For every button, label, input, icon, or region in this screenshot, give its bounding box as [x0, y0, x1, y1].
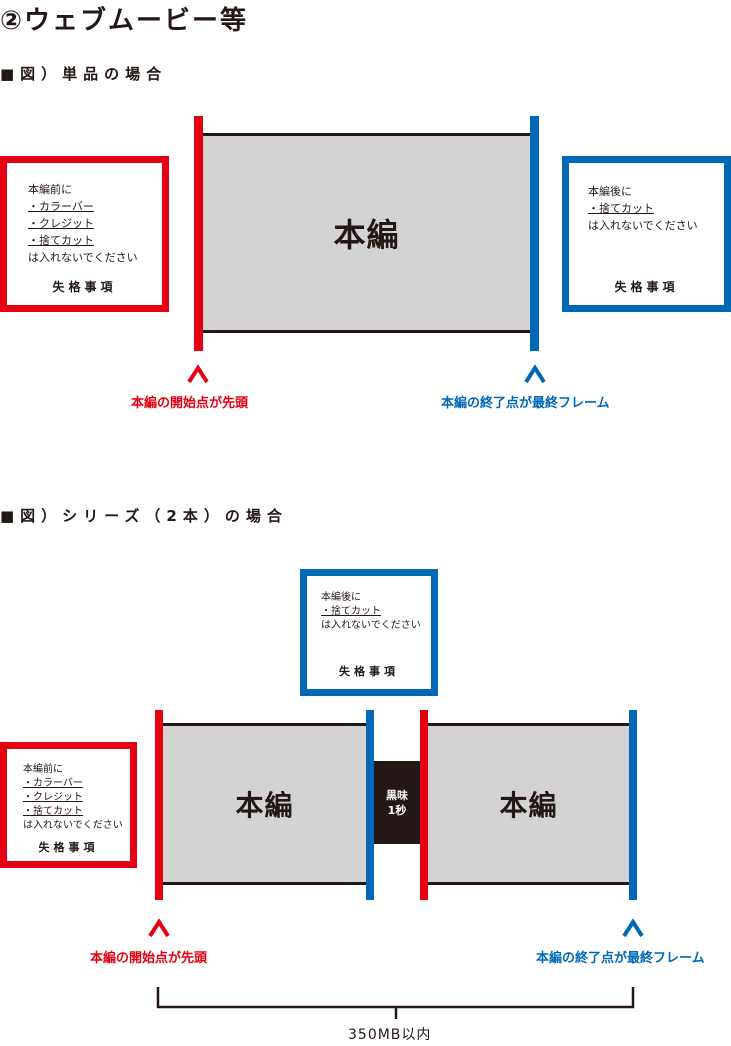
start-caption: 本編の開始点が先頭 [90, 951, 208, 966]
start-arrow-icon [148, 918, 170, 938]
end-arrow-icon [524, 364, 546, 384]
box-line: 本編後に [588, 185, 632, 198]
box-line: 本編後に [321, 592, 361, 603]
start-marker-bar [194, 116, 203, 351]
box-line: は入れないでください [28, 251, 138, 264]
box-line: は入れないでください [588, 219, 698, 232]
disqualification-label: 失格事項 [614, 280, 679, 294]
end-marker-bar [530, 116, 539, 351]
page-title: ②ウェブムービー等 [0, 6, 249, 36]
box-line: 本編前に [28, 183, 72, 196]
box-line: ・クレジット [23, 792, 83, 803]
disqualification-label: 失格事項 [339, 665, 399, 678]
main-content-block-2: 本編 [428, 723, 629, 885]
episode1-end-bar [366, 710, 374, 900]
before-box-text: 本編前に ・カラーバー ・クレジット ・捨てカット は入れないでください [23, 763, 123, 833]
box-line: ・カラーバー [23, 778, 83, 789]
box-line: は入れないでください [321, 620, 421, 631]
main-content-block-1: 本編 [163, 723, 366, 885]
episode2-start-bar [420, 710, 428, 900]
box-line: は入れないでください [23, 820, 123, 831]
box-line: ・捨てカット [321, 606, 381, 617]
start-marker-bar [155, 710, 163, 900]
box-line: ・捨てカット [588, 202, 654, 215]
box-line: ・クレジット [28, 217, 94, 230]
end-caption: 本編の終了点が最終フレーム [441, 396, 610, 411]
start-arrow-icon [187, 364, 209, 384]
section1-before-box: 本編前に ・カラーバー ・クレジット ・捨てカット は入れないでください 失格事… [0, 156, 169, 312]
black-frame-block: 黒味 1秒 [374, 761, 420, 844]
end-arrow-icon [622, 918, 644, 938]
after-box-text: 本編後に ・捨てカット は入れないでください [321, 591, 421, 633]
main-content-label: 本編 [499, 789, 558, 822]
black-frame-duration: 1秒 [387, 803, 407, 817]
section2-after-box: 本編後に ・捨てカット は入れないでください 失格事項 [300, 569, 438, 696]
disqualification-label: 失格事項 [38, 841, 99, 854]
section2-before-box: 本編前に ・カラーバー ・クレジット ・捨てカット は入れないでください 失格事… [0, 742, 137, 868]
disqualification-label: 失格事項 [52, 280, 117, 294]
size-bracket [156, 987, 635, 1019]
main-content-label: 本編 [235, 789, 294, 822]
black-frame-label: 黒味 [386, 788, 408, 802]
start-caption: 本編の開始点が先頭 [131, 396, 249, 411]
section1-after-box: 本編後に ・捨てカット は入れないでください 失格事項 [562, 156, 731, 312]
section2-heading: ■図）シリーズ（2本）の場合 [0, 507, 288, 525]
end-caption: 本編の終了点が最終フレーム [536, 951, 705, 966]
main-content-block: 本編 [203, 133, 530, 333]
section1-heading: ■図）単品の場合 [0, 65, 168, 83]
before-box-text: 本編前に ・カラーバー ・クレジット ・捨てカット は入れないでください [28, 181, 138, 266]
box-line: 本編前に [23, 764, 63, 775]
main-content-label: 本編 [333, 216, 400, 254]
box-line: ・カラーバー [28, 200, 94, 213]
box-line: ・捨てカット [28, 234, 94, 247]
end-marker-bar [629, 710, 637, 900]
box-line: ・捨てカット [23, 806, 83, 817]
file-size-limit: 350MB以内 [348, 1027, 432, 1043]
after-box-text: 本編後に ・捨てカット は入れないでください [588, 183, 698, 234]
